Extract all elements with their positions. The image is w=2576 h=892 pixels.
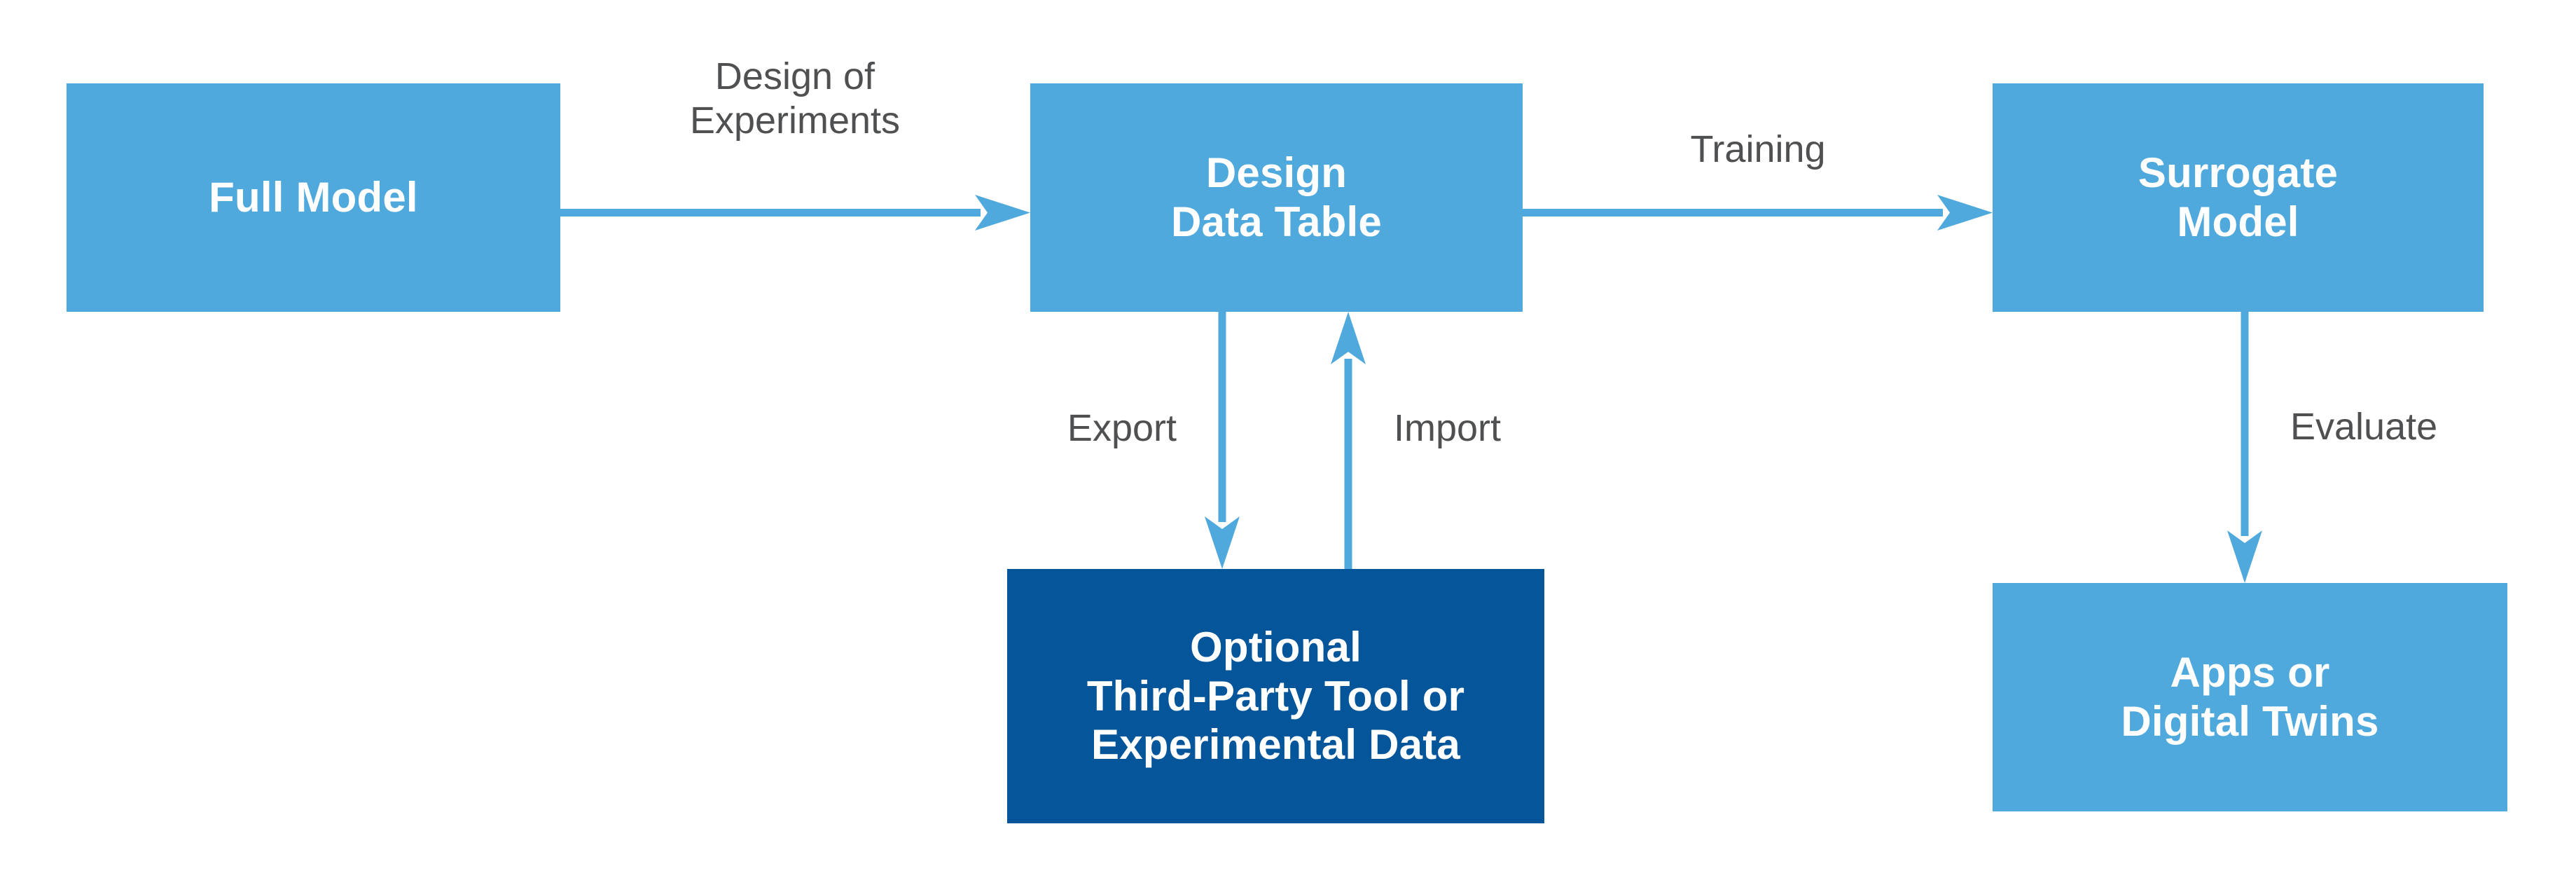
arrow-training	[1523, 191, 1993, 233]
node-surrogate-model[interactable]: Surrogate Model	[1993, 83, 2484, 312]
edge-label-design-of-experiments: Design of Experiments	[689, 55, 901, 142]
node-full-model[interactable]: Full Model	[67, 83, 560, 312]
arrow-design-of-experiments	[560, 191, 1030, 233]
node-design-data-table[interactable]: Design Data Table	[1030, 83, 1523, 312]
arrow-evaluate	[2224, 312, 2266, 583]
edge-label-import: Import	[1394, 407, 1502, 449]
arrow-export	[1201, 312, 1243, 569]
node-apps-digital-twins-label: Apps or Digital Twins	[2121, 649, 2379, 745]
arrow-import	[1327, 312, 1369, 569]
node-apps-digital-twins[interactable]: Apps or Digital Twins	[1993, 583, 2507, 811]
node-design-data-table-label: Design Data Table	[1171, 149, 1382, 245]
node-third-party-tool[interactable]: Optional Third-Party Tool or Experimenta…	[1007, 569, 1544, 823]
node-full-model-label: Full Model	[209, 174, 418, 221]
node-surrogate-model-label: Surrogate Model	[2138, 149, 2339, 245]
edge-label-training: Training	[1690, 128, 1826, 170]
edge-label-evaluate: Evaluate	[2290, 406, 2438, 448]
edge-label-export: Export	[1067, 407, 1177, 449]
node-third-party-tool-label: Optional Third-Party Tool or Experimenta…	[1086, 624, 1465, 769]
